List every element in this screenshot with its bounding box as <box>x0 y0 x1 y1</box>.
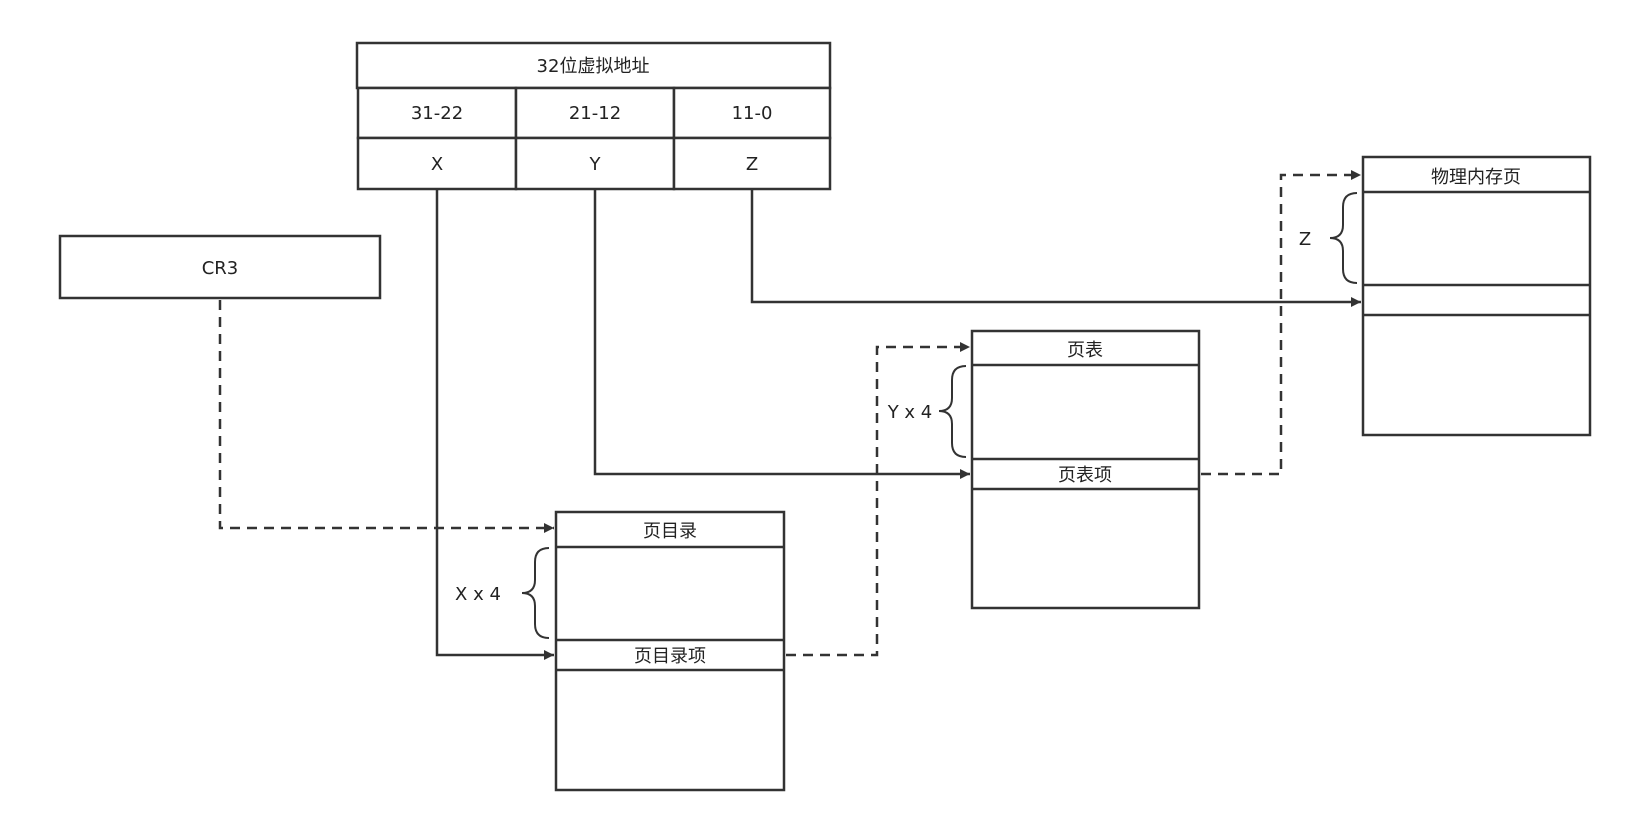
page-directory-box <box>554 510 786 792</box>
field-label-y: Y <box>589 154 602 175</box>
page-table-offset-brace <box>938 365 967 458</box>
arrow-y-to-table-entry <box>593 189 970 479</box>
bits-cell-low <box>672 86 832 140</box>
page-table-title: 页表 <box>1067 340 1103 361</box>
arrow-cr3-to-directory <box>218 300 554 533</box>
bits-label-high: 31-22 <box>411 103 463 124</box>
field-label-z: Z <box>746 154 758 175</box>
physical-page-offset-label: Z <box>1299 229 1311 250</box>
field-label-x: X <box>431 154 443 175</box>
physical-page-offset-brace <box>1329 192 1358 284</box>
cr3-label: CR3 <box>202 258 239 279</box>
bits-cell-high <box>356 86 518 140</box>
page-directory-offset-brace <box>521 547 550 639</box>
page-directory-entry: 页目录项 <box>634 646 706 667</box>
arrow-x-to-directory-entry <box>435 189 554 660</box>
physical-page-title: 物理内存页 <box>1431 167 1521 188</box>
cr3-box <box>58 234 382 300</box>
virtual-address-table: 32位虚拟地址 31-22 21-12 11-0 X Y Z <box>355 41 832 191</box>
arrow-directory-entry-to-table <box>786 342 970 657</box>
cr3-register: CR3 <box>58 234 382 300</box>
bits-label-low: 11-0 <box>732 103 773 124</box>
physical-page-box <box>1361 155 1592 437</box>
bits-label-mid: 21-12 <box>569 103 621 124</box>
arrow-table-entry-to-physical-page <box>1201 170 1361 476</box>
physical-page: 物理内存页 Z <box>1299 155 1592 437</box>
page-table: 页表 页表项 Y x 4 <box>887 329 1201 610</box>
page-table-box <box>970 329 1201 610</box>
page-directory: 页目录 页目录项 X x 4 <box>455 510 786 792</box>
field-cell-y <box>514 136 676 191</box>
virtual-address-title: 32位虚拟地址 <box>537 56 650 77</box>
virtual-address-title-cell <box>355 41 832 90</box>
page-directory-offset-label: X x 4 <box>455 584 501 605</box>
arrow-z-to-physical-offset <box>750 189 1361 307</box>
page-table-offset-label: Y x 4 <box>887 402 933 423</box>
page-table-entry: 页表项 <box>1058 465 1112 486</box>
page-directory-title: 页目录 <box>643 521 697 542</box>
